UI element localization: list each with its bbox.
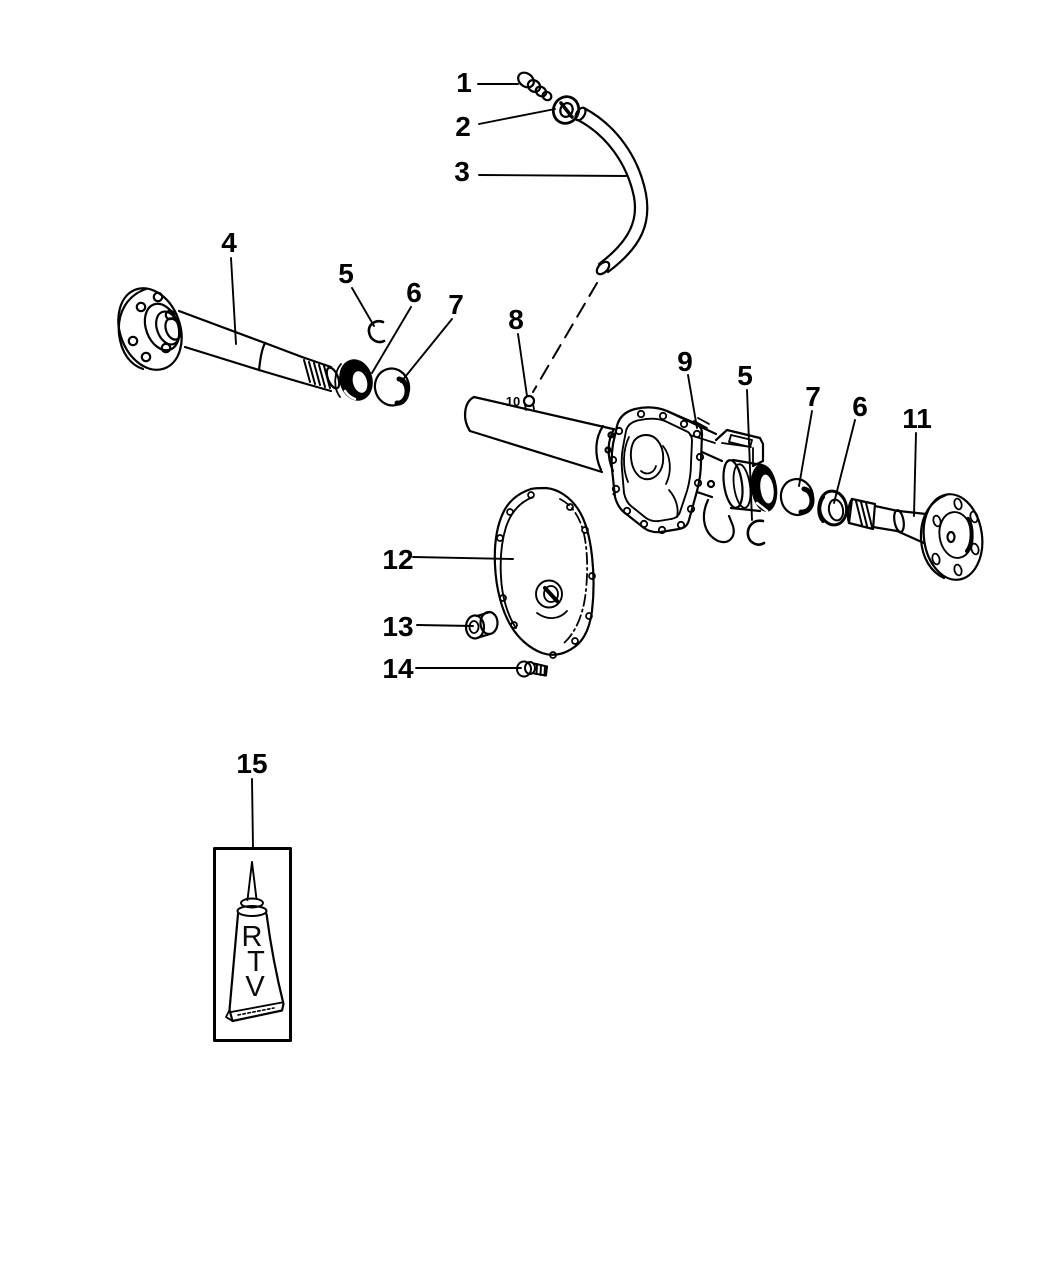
callout-3: 3 <box>454 156 470 187</box>
leader-line-3 <box>478 174 627 177</box>
callout-4: 4 <box>221 227 237 258</box>
leader-line-5 <box>351 287 375 327</box>
part-3-vent-hose <box>574 106 649 276</box>
leader-line-4 <box>230 257 237 345</box>
callout-12: 12 <box>382 544 413 575</box>
callout-7: 7 <box>448 289 464 320</box>
leader-line-7 <box>400 318 453 383</box>
vent-routing-dashed-line <box>532 282 598 393</box>
rtv-letters: RTV <box>242 921 266 1003</box>
callout-5: 5 <box>338 258 354 289</box>
part-14-cover-bolt <box>516 660 548 678</box>
leader-line-15 <box>251 778 254 849</box>
callout-8: 8 <box>508 304 524 335</box>
leader-line-5 <box>746 389 753 521</box>
leader-line-13 <box>416 624 474 627</box>
leader-line-6 <box>833 419 856 504</box>
callout-15: 15 <box>236 748 267 779</box>
rtv-letter-V: V <box>245 971 265 1003</box>
callout-11: 11 <box>902 403 932 434</box>
inline-labels: 10 <box>506 394 520 409</box>
part-12-differential-cover <box>493 486 596 659</box>
callout-5: 5 <box>737 360 753 391</box>
callout-7: 7 <box>805 381 821 412</box>
part-11-axle-shaft-right <box>846 493 984 581</box>
part-4-axle-shaft-left <box>117 287 341 393</box>
leader-line-12 <box>412 556 514 560</box>
part-6-seal-left <box>334 359 373 401</box>
callout-1: 1 <box>456 67 472 98</box>
part-8-axle-tube <box>464 394 615 474</box>
rtv-letter-R: R <box>242 921 263 953</box>
callout-6: 6 <box>852 391 868 422</box>
leader-line-11 <box>913 432 917 517</box>
part-13-fill-plug <box>464 610 499 640</box>
leader-line-9 <box>687 374 698 429</box>
leader-line-8 <box>517 333 528 397</box>
part-2-grommet <box>551 95 581 125</box>
leader-lines <box>230 83 917 849</box>
part-5-c-clip-left <box>367 319 386 344</box>
part-10-vent-fitting <box>522 394 536 408</box>
part-5-c-clip-right <box>746 519 766 546</box>
callout-9: 9 <box>677 346 693 377</box>
callout-2: 2 <box>455 111 471 142</box>
part-7-bearing-right <box>779 477 815 517</box>
part-7-bearing-left <box>373 367 411 407</box>
callout-6: 6 <box>406 277 422 308</box>
callout-13: 13 <box>382 611 413 642</box>
part-9-axle-housing <box>595 406 778 544</box>
part-1-vent-plug <box>517 71 553 102</box>
leader-line-2 <box>478 108 556 125</box>
callout-14: 14 <box>382 653 414 684</box>
inline-callout-10: 10 <box>506 394 520 409</box>
leader-line-7 <box>798 410 813 487</box>
leader-line-6 <box>371 306 412 374</box>
rtv-letter-T: T <box>247 946 265 978</box>
part-6-seal-right <box>817 489 849 527</box>
